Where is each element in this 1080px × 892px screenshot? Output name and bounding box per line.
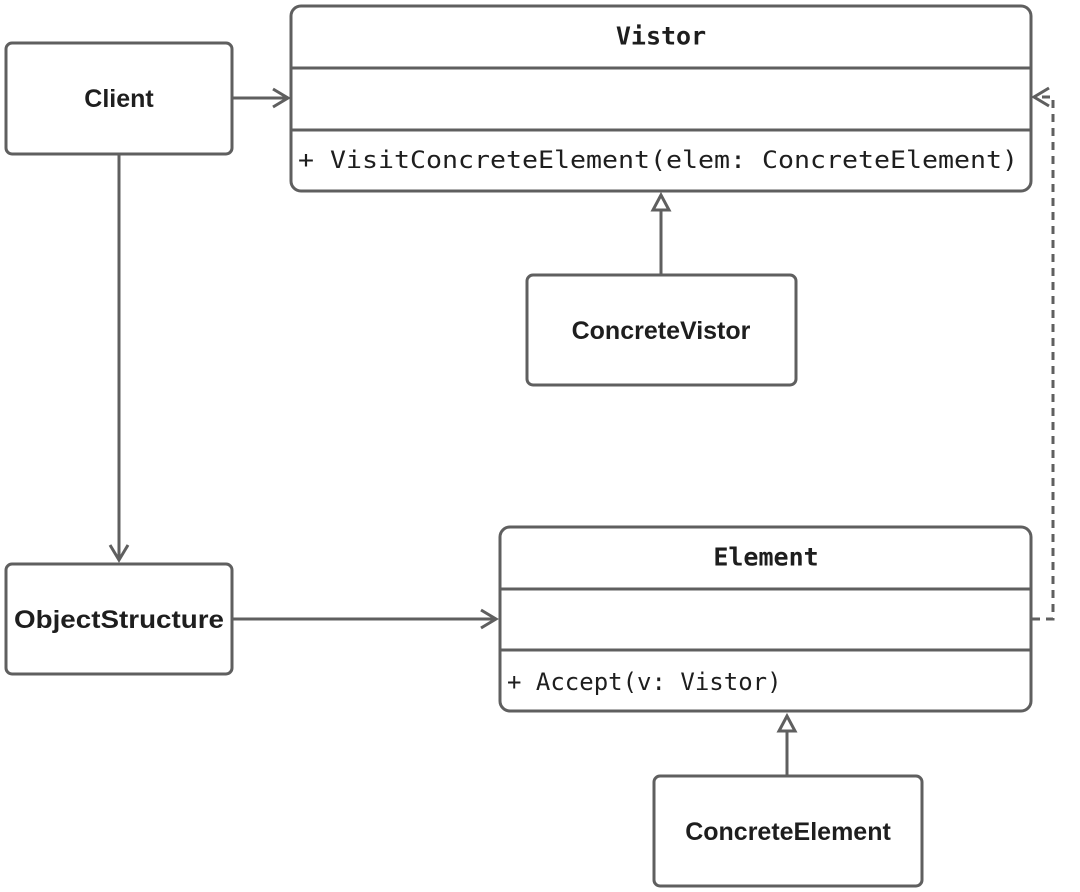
client-box: Client	[4, 41, 234, 156]
open-arrowhead	[480, 608, 499, 630]
hollow-triangle-arrowhead	[650, 191, 672, 212]
concrete-vistor-box: ConcreteVistor	[525, 273, 798, 387]
concrete-element-label: ConcreteElement	[685, 818, 891, 846]
object-structure-label: ObjectStructure	[14, 606, 224, 634]
edge-concreteelement-extends-element	[776, 712, 798, 775]
vistor-class-box: Vistor + VisitConcreteElement(elem: Conc…	[289, 4, 1033, 193]
element-class-box: Element + Accept(v: Vistor)	[498, 525, 1033, 713]
edge-objectstructure-to-element	[233, 608, 499, 630]
edge-client-to-objectstructure	[108, 155, 130, 563]
object-structure-box: ObjectStructure	[4, 562, 234, 676]
open-arrowhead	[108, 544, 130, 563]
edge-concretevistor-extends-vistor	[650, 191, 672, 274]
vistor-method: + VisitConcreteElement(elem: ConcreteEle…	[298, 146, 1018, 174]
client-label: Client	[84, 85, 154, 113]
edge-client-to-vistor	[233, 87, 291, 109]
concrete-element-box: ConcreteElement	[652, 774, 924, 888]
open-arrowhead	[272, 87, 291, 109]
element-class-title: Element	[713, 543, 818, 572]
open-arrowhead	[1031, 86, 1050, 108]
hollow-triangle-arrowhead	[776, 712, 798, 733]
vistor-class-title: Vistor	[616, 22, 706, 51]
element-method: + Accept(v: Vistor)	[507, 668, 782, 696]
concrete-vistor-label: ConcreteVistor	[572, 317, 751, 345]
edge-element-depends-vistor	[1031, 86, 1055, 621]
